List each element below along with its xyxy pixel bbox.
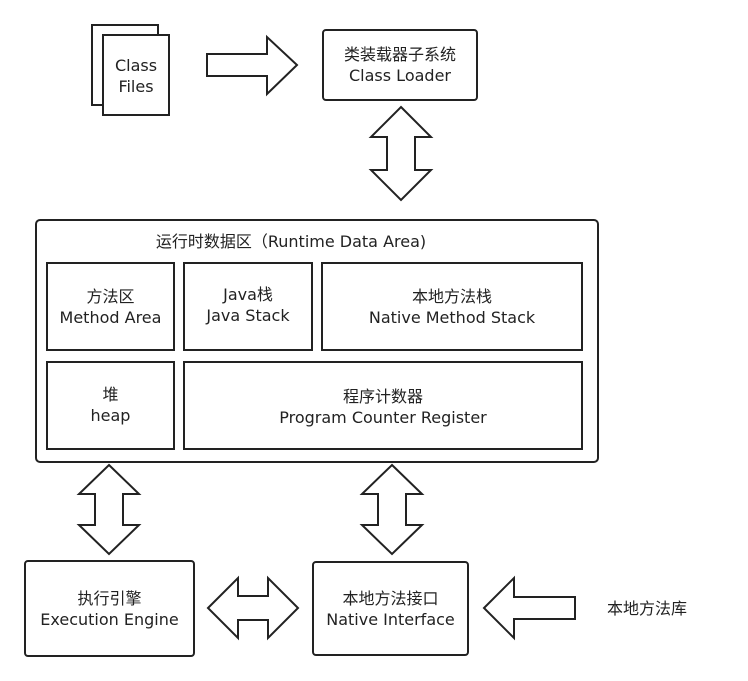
method-area-line1: 方法区 xyxy=(86,287,135,306)
native-library-label: 本地方法库 xyxy=(592,598,702,619)
engine-native-interface-double-arrow xyxy=(206,575,300,641)
class-loader-line1: 类装载器子系统 xyxy=(343,45,456,64)
native-method-stack-box xyxy=(321,262,583,351)
method-area-line2: Method Area xyxy=(59,308,162,327)
native-method-stack-line2: Native Method Stack xyxy=(368,308,536,327)
program-counter-line2: Program Counter Register xyxy=(279,408,487,427)
native-interface-box xyxy=(312,561,469,656)
native-interface-label: 本地方法接口 Native Interface xyxy=(313,588,468,630)
loader-runtime-double-arrow xyxy=(368,105,434,202)
class-files-to-loader-arrow xyxy=(206,34,299,97)
heap-line1: 堆 xyxy=(102,385,119,404)
program-counter-box xyxy=(183,361,583,450)
class-loader-box xyxy=(322,29,478,101)
runtime-area-title-text: 运行时数据区（Runtime Data Area) xyxy=(155,232,427,251)
class-files-front-page xyxy=(102,34,170,116)
class-files-line1: Class xyxy=(114,56,158,75)
java-stack-line2: Java Stack xyxy=(206,306,290,325)
native-library-text: 本地方法库 xyxy=(606,599,687,618)
program-counter-line1: 程序计数器 xyxy=(342,387,423,406)
execution-engine-line1: 执行引擎 xyxy=(77,589,142,608)
method-area-label: 方法区 Method Area xyxy=(47,286,174,328)
native-method-stack-line1: 本地方法栈 xyxy=(411,287,492,306)
execution-engine-label: 执行引擎 Execution Engine xyxy=(25,588,194,630)
program-counter-label: 程序计数器 Program Counter Register xyxy=(184,386,582,428)
native-library-to-interface-arrow xyxy=(482,575,576,641)
java-stack-line1: Java栈 xyxy=(223,285,273,304)
class-files-line2: Files xyxy=(118,77,154,96)
execution-engine-line2: Execution Engine xyxy=(40,610,179,629)
native-interface-line2: Native Interface xyxy=(326,610,455,629)
heap-line2: heap xyxy=(90,406,131,425)
heap-label: 堆 heap xyxy=(47,384,174,426)
class-loader-line2: Class Loader xyxy=(349,66,451,85)
execution-engine-box xyxy=(24,560,195,657)
heap-box xyxy=(46,361,175,450)
native-interface-line1: 本地方法接口 xyxy=(342,589,439,608)
java-stack-label: Java栈 Java Stack xyxy=(184,284,312,326)
runtime-area-title: 运行时数据区（Runtime Data Area) xyxy=(36,231,598,252)
java-stack-box xyxy=(183,262,313,351)
native-method-stack-label: 本地方法栈 Native Method Stack xyxy=(322,286,582,328)
runtime-native-interface-double-arrow xyxy=(359,463,425,556)
runtime-engine-double-arrow xyxy=(76,463,142,556)
class-loader-label: 类装载器子系统 Class Loader xyxy=(323,44,477,86)
method-area-box xyxy=(46,262,175,351)
class-files-label: Class Files xyxy=(103,55,169,97)
